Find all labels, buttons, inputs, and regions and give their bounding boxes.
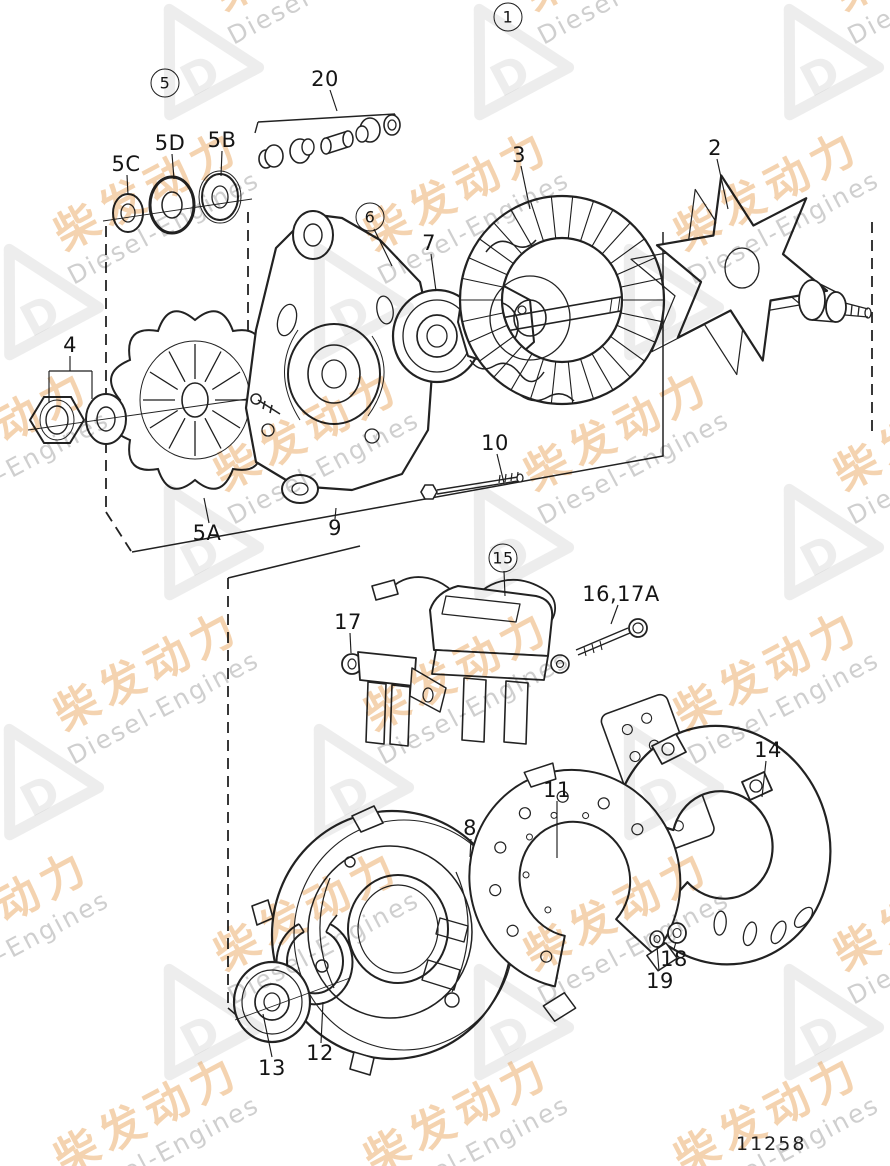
through-bolt-10	[420, 471, 524, 500]
callout-10: 10	[481, 431, 509, 455]
brush-17	[341, 651, 447, 747]
callout-5C: 5C	[111, 152, 141, 176]
callout-7: 7	[422, 231, 436, 255]
callout-20: 20	[311, 67, 339, 91]
callout-12: 12	[306, 1041, 334, 1065]
callout-16-17A: 16,17A	[582, 582, 660, 606]
callout-5: 5	[150, 68, 180, 98]
rear-bearing-13	[232, 960, 312, 1044]
retainer-ring-12	[275, 914, 354, 1006]
callout-3: 3	[512, 143, 526, 167]
regulator-15	[371, 576, 570, 745]
callout-5B: 5B	[207, 128, 237, 152]
callout-8: 8	[463, 816, 477, 840]
washers-5c-5d-5b	[112, 170, 242, 235]
callout-2: 2	[708, 136, 722, 160]
callout-18: 18	[660, 947, 688, 971]
callout-17: 17	[334, 610, 362, 634]
fan-5a	[110, 310, 280, 490]
drawing-number: 11258	[736, 1133, 807, 1155]
callout-11: 11	[543, 778, 571, 802]
callout-13: 13	[258, 1056, 286, 1080]
callout-5A: 5A	[192, 521, 222, 545]
rear-bracket-8	[251, 805, 515, 1076]
screw-16-17a	[575, 618, 648, 657]
callout-5D: 5D	[154, 131, 186, 155]
stator-3	[458, 194, 666, 406]
callout-19: 19	[646, 969, 674, 993]
callout-14: 14	[754, 738, 782, 762]
nut-and-washer-4	[28, 393, 127, 445]
callout-9: 9	[328, 516, 342, 540]
callout-15: 15	[488, 543, 518, 573]
callout-1: 1	[493, 2, 523, 32]
callout-6: 6	[355, 202, 385, 232]
bushing-kit-20	[254, 113, 401, 169]
nut-18-washer-19	[649, 922, 687, 948]
callout-4: 4	[63, 333, 77, 357]
